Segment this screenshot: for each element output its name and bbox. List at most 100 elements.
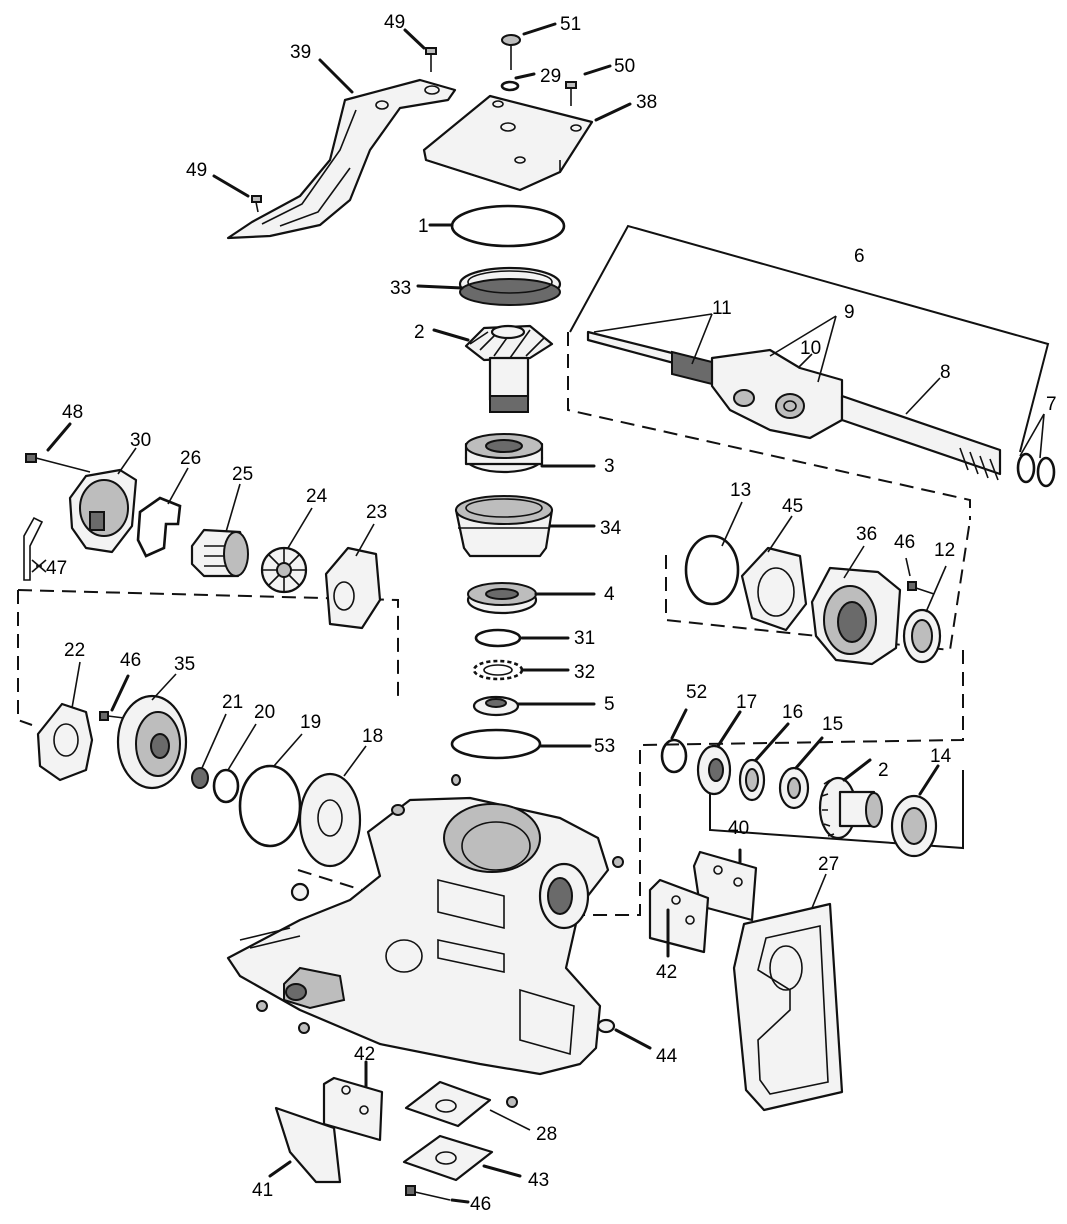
gear-housing bbox=[226, 796, 610, 1076]
part-31-washer bbox=[474, 628, 522, 648]
part-34-bearing-cup bbox=[454, 495, 554, 558]
housing-small-parts bbox=[256, 774, 624, 1108]
callout-5: 5 bbox=[604, 694, 615, 715]
part-7-o-ring-b bbox=[1036, 456, 1056, 488]
callout-22: 22 bbox=[64, 640, 85, 661]
callout-3: 3 bbox=[604, 456, 615, 477]
part-14-bearing-cup bbox=[890, 794, 938, 858]
callout-46-left: 46 bbox=[120, 650, 141, 671]
callout-23: 23 bbox=[366, 502, 387, 523]
callout-10: 10 bbox=[800, 338, 821, 359]
callout-24: 24 bbox=[306, 486, 328, 507]
callout-51: 51 bbox=[560, 14, 581, 35]
callout-15: 15 bbox=[822, 714, 843, 735]
part-41-anode bbox=[274, 1106, 342, 1184]
small-screws-top bbox=[251, 34, 577, 213]
callout-26: 26 bbox=[180, 448, 201, 469]
callout-33: 33 bbox=[390, 278, 411, 299]
part-15-bushing bbox=[778, 766, 810, 810]
callout-2-forward-gear: 2 bbox=[878, 760, 889, 781]
part-3-bearing bbox=[464, 433, 544, 474]
part-1-o-ring bbox=[450, 204, 566, 248]
callout-50: 50 bbox=[614, 56, 635, 77]
callout-49-left: 49 bbox=[186, 160, 207, 181]
part-52-washer bbox=[660, 738, 688, 774]
part-46-bolt-bottom bbox=[405, 1185, 451, 1201]
part-8-shaft bbox=[840, 394, 1002, 476]
part-46-bolt-right bbox=[907, 581, 935, 595]
pump-dash-top bbox=[17, 589, 399, 700]
callout-49-top: 49 bbox=[384, 12, 405, 33]
part-5-nut bbox=[472, 695, 520, 717]
callout-46-bottom: 46 bbox=[470, 1194, 491, 1215]
callout-32: 32 bbox=[574, 662, 595, 683]
callout-4: 4 bbox=[604, 584, 615, 605]
callout-7: 7 bbox=[1046, 394, 1057, 415]
callout-38: 38 bbox=[636, 92, 657, 113]
callout-1: 1 bbox=[418, 216, 429, 237]
callout-31: 31 bbox=[574, 628, 595, 649]
callout-40: 40 bbox=[728, 818, 749, 839]
part-35-pump-base bbox=[116, 694, 188, 790]
part-7-o-ring-a bbox=[1016, 452, 1036, 484]
part-11-splines bbox=[671, 350, 713, 386]
callout-21: 21 bbox=[222, 692, 243, 713]
callout-43: 43 bbox=[528, 1170, 549, 1191]
callout-45: 45 bbox=[782, 496, 803, 517]
callout-6: 6 bbox=[854, 246, 865, 267]
part-19-o-ring bbox=[238, 764, 302, 848]
part-44-fitting bbox=[596, 1018, 616, 1034]
part-12-seal bbox=[902, 608, 942, 664]
callout-27: 27 bbox=[818, 854, 839, 875]
part-45-gasket bbox=[740, 546, 808, 632]
callout-18: 18 bbox=[362, 726, 383, 747]
part-53-o-ring bbox=[450, 728, 542, 760]
callout-36: 36 bbox=[856, 524, 877, 545]
callout-39: 39 bbox=[290, 42, 311, 63]
part-30-pump-housing bbox=[68, 468, 138, 554]
callout-29: 29 bbox=[540, 66, 561, 87]
part-16-bearing-race bbox=[738, 758, 766, 802]
callout-labels: 1 2 2 3 4 5 6 7 8 9 10 11 12 13 14 15 16… bbox=[46, 12, 1057, 1215]
part-42-plate-bottom bbox=[322, 1076, 384, 1142]
part-2-forward-gear bbox=[818, 776, 883, 840]
callout-16: 16 bbox=[782, 702, 803, 723]
part-33-shim bbox=[458, 266, 562, 306]
part-23-plate bbox=[324, 546, 382, 630]
callout-19: 19 bbox=[300, 712, 321, 733]
part-24-impeller bbox=[260, 546, 308, 594]
part-42-plate-right bbox=[648, 878, 710, 954]
callout-2-pinion: 2 bbox=[414, 322, 425, 343]
callout-28: 28 bbox=[536, 1124, 557, 1145]
callout-46-right: 46 bbox=[894, 532, 915, 553]
part-22-gasket bbox=[36, 702, 94, 782]
part-32-lock-washer bbox=[472, 659, 524, 681]
part-21-seal bbox=[191, 767, 209, 789]
part-13-o-ring bbox=[684, 534, 740, 606]
part-6-driveshaft-assembly bbox=[586, 330, 1056, 488]
part-4-bearing bbox=[466, 582, 538, 615]
part-38-cover-plate bbox=[422, 94, 594, 192]
callout-30: 30 bbox=[130, 430, 151, 451]
callout-9: 9 bbox=[844, 302, 855, 323]
callout-20: 20 bbox=[254, 702, 275, 723]
driveshaft-bracket bbox=[569, 224, 1050, 453]
callout-13: 13 bbox=[730, 480, 751, 501]
callout-34: 34 bbox=[600, 518, 622, 539]
callout-52: 52 bbox=[686, 682, 707, 703]
callout-47: 47 bbox=[46, 558, 67, 579]
callout-14: 14 bbox=[930, 746, 952, 767]
part-27-gasket bbox=[732, 902, 844, 1112]
callout-42-right: 42 bbox=[656, 962, 677, 983]
part-36-bearing-carrier bbox=[810, 566, 902, 666]
callout-44: 44 bbox=[656, 1046, 678, 1067]
callout-25: 25 bbox=[232, 464, 253, 485]
callout-41: 41 bbox=[252, 1180, 273, 1201]
callout-48: 48 bbox=[62, 402, 83, 423]
callout-42-bottom: 42 bbox=[354, 1044, 375, 1065]
part-39-bracket bbox=[226, 78, 457, 240]
callout-8: 8 bbox=[940, 362, 951, 383]
part-17-bearing bbox=[696, 744, 732, 796]
